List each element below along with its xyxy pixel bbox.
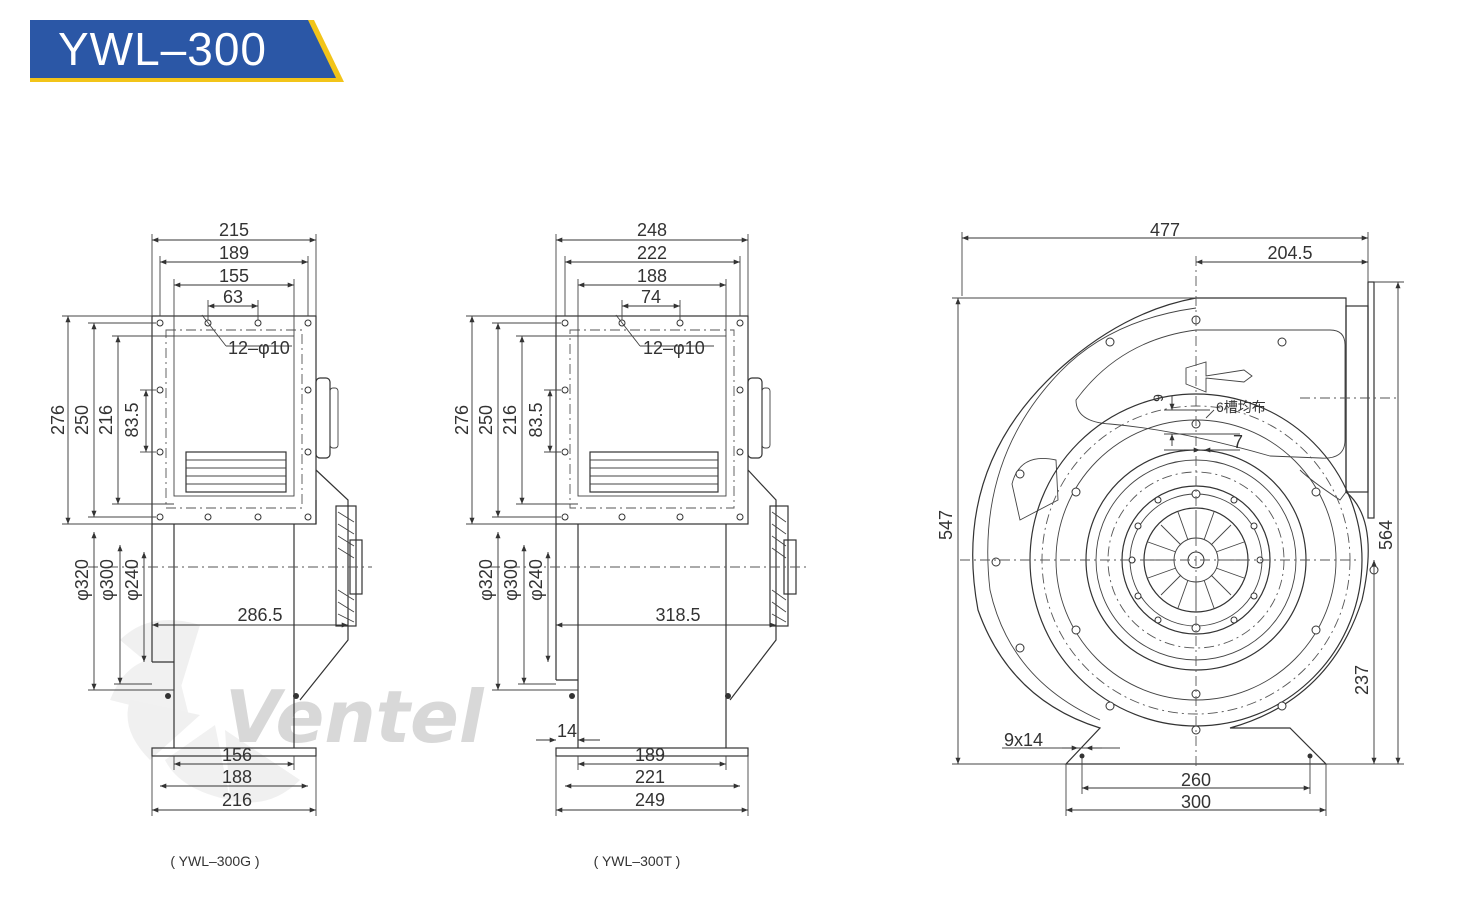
hole-note-g: 12–φ10: [228, 338, 290, 358]
dim-g-216: 216: [96, 405, 116, 435]
dim-t-188: 188: [637, 266, 667, 286]
dim-t-189: 189: [635, 745, 665, 765]
dim-t-221: 221: [635, 767, 665, 787]
dim-g-155: 155: [219, 266, 249, 286]
dim-side-237: 237: [1352, 665, 1372, 695]
title-banner: [30, 20, 344, 82]
dim-side-564: 564: [1376, 520, 1396, 550]
caption-g: ( YWL–300G ): [170, 853, 259, 869]
dim-g-189: 189: [219, 243, 249, 263]
dim-g-215: 215: [219, 220, 249, 240]
hole-note-t: 12–φ10: [643, 338, 705, 358]
dim-t-276: 276: [452, 405, 472, 435]
view-t: 248 222 188 74 12–φ10 276 250 216 83.5 φ…: [452, 220, 806, 869]
view-g-holes: [156, 319, 312, 521]
dim-t-14: 14: [557, 721, 577, 741]
dim-t-318-5: 318.5: [655, 605, 700, 625]
slot-dim-9: 9: [1150, 394, 1166, 402]
dim-t-216: 216: [500, 405, 520, 435]
dim-g-d240: φ240: [122, 559, 142, 601]
dim-side-300: 300: [1181, 792, 1211, 812]
dim-t-250: 250: [476, 405, 496, 435]
dim-side-204-5: 204.5: [1267, 243, 1312, 263]
view-g: 215 189 155 63 12–φ10 276 250 216 83.5 φ…: [48, 220, 372, 869]
caption-t: ( YWL–300T ): [594, 853, 681, 869]
dim-t-d240: φ240: [526, 559, 546, 601]
dim-t-d320: φ320: [476, 559, 496, 601]
dim-g-d320: φ320: [72, 559, 92, 601]
dim-g-276: 276: [48, 405, 68, 435]
page-title: YWL–300: [58, 23, 268, 75]
watermark-text: Ventel: [225, 675, 485, 759]
dim-g-250: 250: [72, 405, 92, 435]
dim-side-260: 260: [1181, 770, 1211, 790]
dim-g-216b: 216: [222, 790, 252, 810]
dim-g-156: 156: [222, 745, 252, 765]
view-side: 9 6槽均布 7 477 204.5 547 564 237 9x14: [936, 220, 1404, 816]
dim-t-d300: φ300: [501, 559, 521, 601]
dim-g-83-5: 83.5: [122, 402, 142, 437]
dim-g-286-5: 286.5: [237, 605, 282, 625]
slot-dim-7: 7: [1233, 432, 1243, 452]
dim-t-249: 249: [635, 790, 665, 810]
dim-t-248: 248: [637, 220, 667, 240]
dim-g-63: 63: [223, 287, 243, 307]
dim-t-83-5: 83.5: [526, 402, 546, 437]
slot-note: 6槽均布: [1216, 399, 1266, 415]
dim-side-9x14: 9x14: [1004, 730, 1043, 750]
dim-side-477: 477: [1150, 220, 1180, 240]
dim-t-222: 222: [637, 243, 667, 263]
title-banner-fill: [30, 20, 336, 78]
dim-g-188: 188: [222, 767, 252, 787]
dim-t-74: 74: [641, 287, 661, 307]
dim-side-547: 547: [936, 510, 956, 540]
watermark: Ventel: [110, 620, 485, 803]
side-holes: [991, 315, 1379, 735]
dim-g-d300: φ300: [97, 559, 117, 601]
